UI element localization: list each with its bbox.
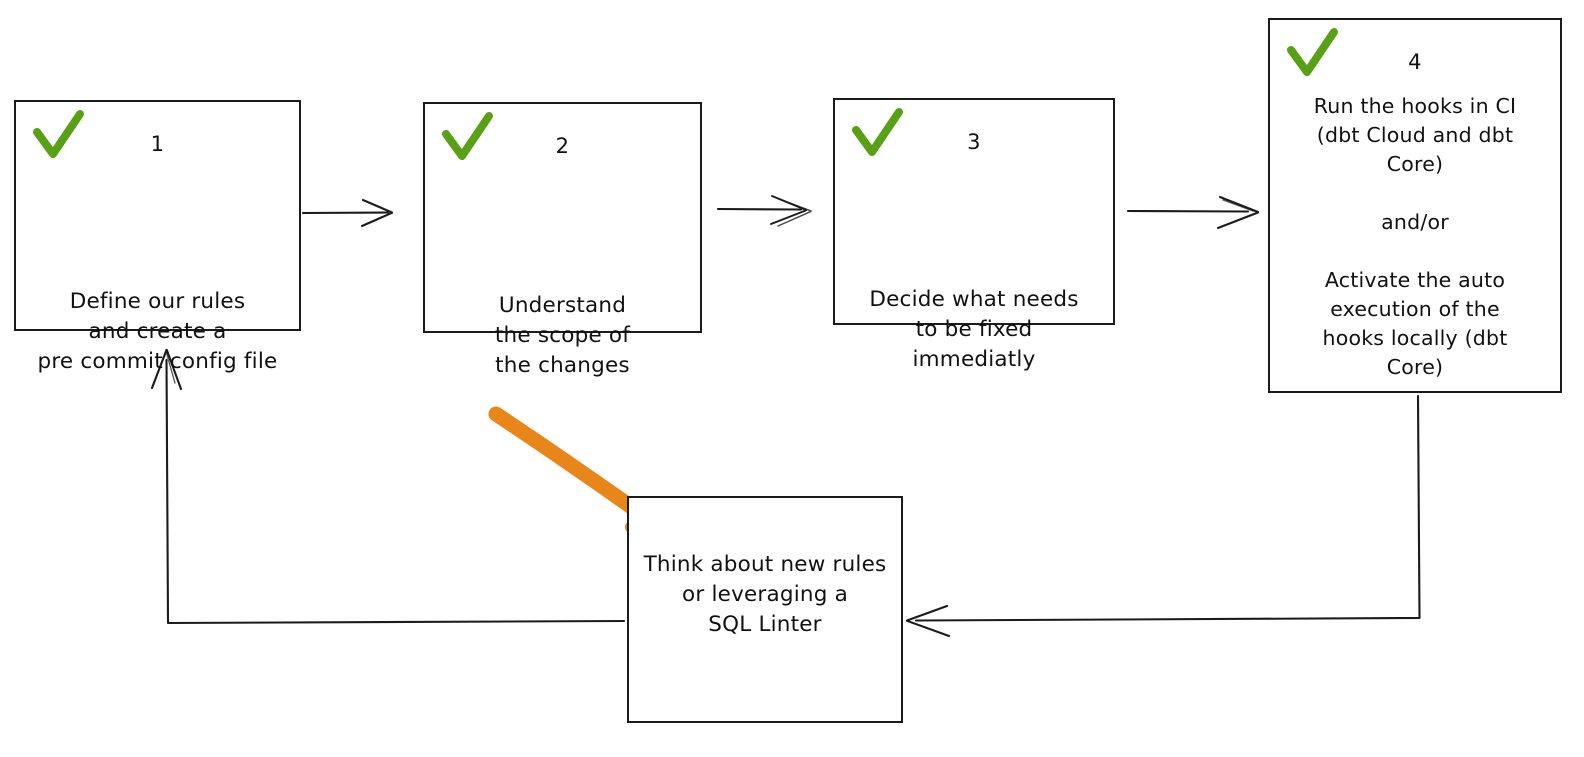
node-text: Define our rules and create a pre commit…: [37, 289, 278, 374]
step-number: 1: [150, 132, 165, 156]
node-content: 4 Run the hooks in CI (dbt Cloud and dbt…: [1270, 20, 1560, 391]
step-number: 3: [967, 130, 981, 154]
step-number: 2: [555, 134, 570, 158]
node-content: 3 Decide what needs to be fixed immediat…: [835, 100, 1113, 372]
node-text: Understand the scope of the changes: [494, 293, 631, 378]
node-decide-fixes[interactable]: 3 Decide what needs to be fixed immediat…: [833, 98, 1115, 372]
node-text: Run the hooks in CI (dbt Cloud and dbt C…: [1313, 94, 1517, 379]
arrow-4-to-5: [905, 394, 1421, 638]
node-content: Think about new rules or leveraging a SQ…: [629, 498, 901, 721]
node-new-rules-sql-linter[interactable]: Think about new rules or leveraging a SQ…: [627, 496, 903, 723]
arrow-1-to-2: [301, 198, 394, 228]
node-understand-scope[interactable]: 2 Understand the scope of the changes: [423, 102, 702, 378]
green-check-icon: [1287, 28, 1338, 76]
arrow-2-to-3: [716, 195, 812, 227]
green-check-icon: [442, 112, 493, 160]
green-check-icon: [852, 108, 903, 156]
node-text: Decide what needs to be fixed immediatly: [869, 287, 1079, 372]
green-check-icon: [33, 110, 84, 158]
node-define-rules[interactable]: 1 Define our rules and create a pre comm…: [14, 100, 301, 374]
node-content: 2 Understand the scope of the changes: [425, 104, 700, 378]
arrow-5-to-1: [150, 348, 626, 625]
node-run-hooks-ci[interactable]: 4 Run the hooks in CI (dbt Cloud and dbt…: [1268, 18, 1562, 393]
step-number: 4: [1408, 50, 1422, 74]
arrow-3-to-4: [1126, 195, 1260, 230]
node-content: 1 Define our rules and create a pre comm…: [16, 102, 299, 374]
node-text: Think about new rules or leveraging a SQ…: [643, 552, 887, 637]
